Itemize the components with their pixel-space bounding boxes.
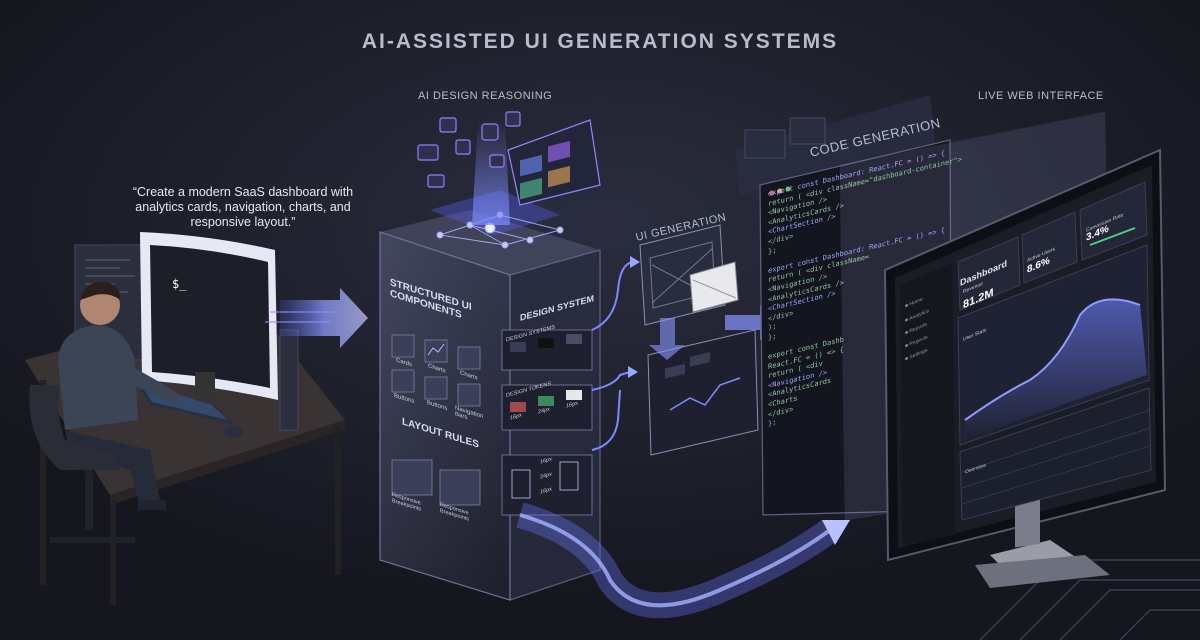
page-title: AI-ASSISTED UI GENERATION SYSTEMS xyxy=(361,30,839,53)
label-live-web-interface: LIVE WEB INTERFACE xyxy=(978,90,1104,102)
connector-arrows xyxy=(591,261,633,451)
input-arrow xyxy=(265,288,368,348)
output-flow-tube xyxy=(516,502,850,619)
terminal-prompt: $_ xyxy=(172,277,187,291)
ai-tower xyxy=(379,120,601,601)
generated-code: export const Dashboard: React.FC = () =>… xyxy=(768,148,962,429)
label-ai-design-reasoning: AI DESIGN REASONING xyxy=(418,90,553,102)
live-monitor xyxy=(883,148,1167,588)
developer-person xyxy=(29,281,180,543)
floating-ai-icons xyxy=(417,111,601,206)
user-prompt-text: “Create a modern SaaS dashboard with ana… xyxy=(132,185,354,229)
